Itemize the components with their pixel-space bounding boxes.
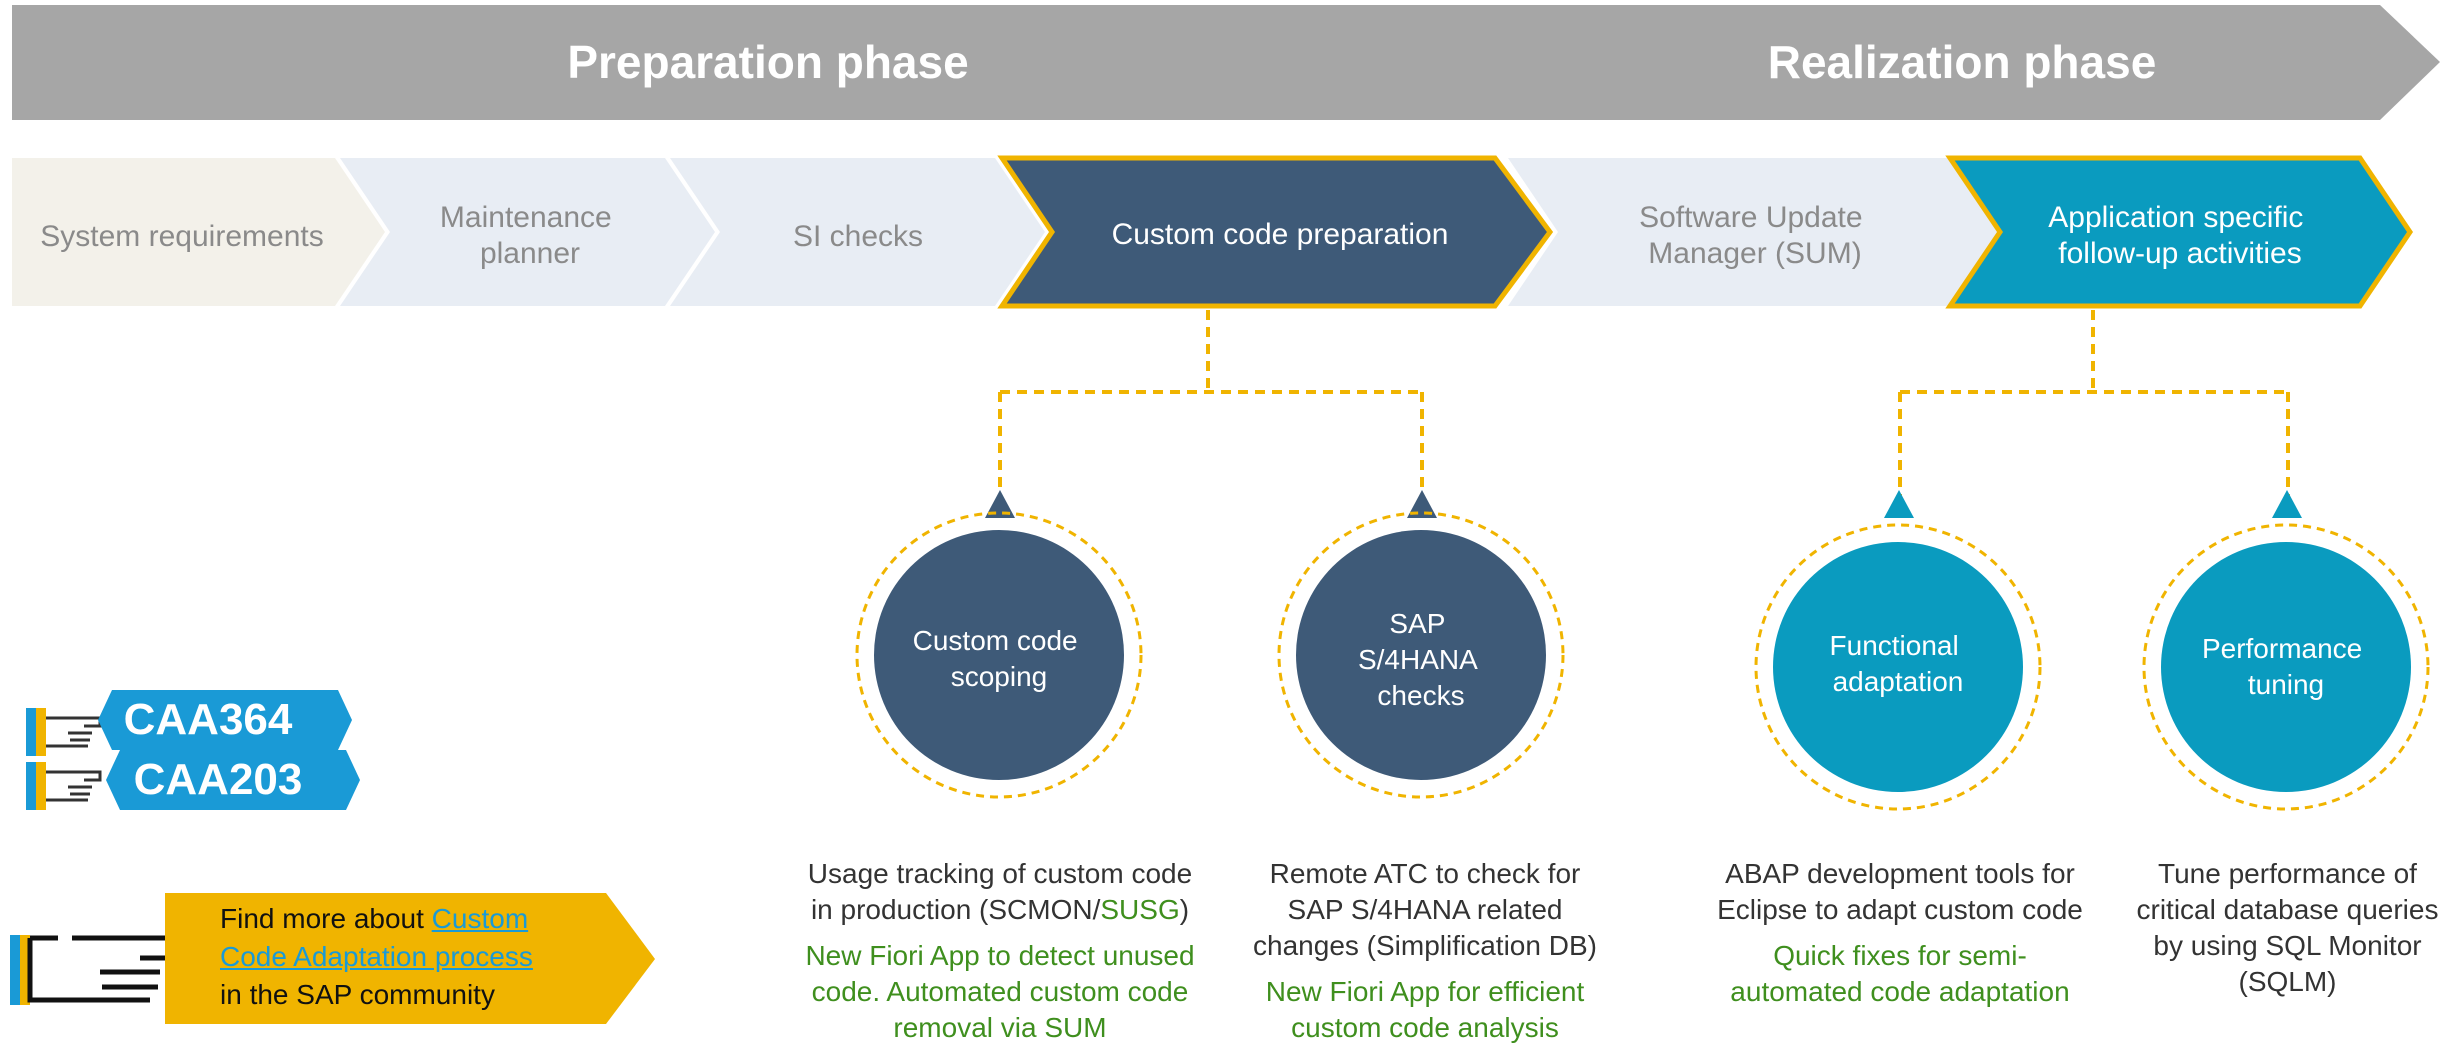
session-badge-caa203[interactable]: CAA203 bbox=[26, 750, 360, 810]
pointing-hand-icon bbox=[27, 935, 178, 1003]
step-system-requirements bbox=[12, 158, 385, 306]
circle-functional-adaptation bbox=[1754, 523, 2042, 811]
community-banner bbox=[10, 893, 655, 1024]
description-custom-code-scoping: Usage tracking of custom code in product… bbox=[790, 856, 1210, 1046]
phase-banner bbox=[12, 5, 2440, 120]
step-custom-code-preparation bbox=[997, 155, 1554, 309]
description-text: Tune performance of critical database qu… bbox=[2136, 858, 2439, 997]
circle-custom-code-scoping bbox=[855, 511, 1143, 799]
community-text: Find more about Custom Code Adaptation p… bbox=[220, 900, 600, 1014]
step-custom-code-preparation-label: Custom code preparation bbox=[1112, 218, 1449, 251]
pointer-triangle bbox=[2272, 490, 2302, 518]
description-text: ABAP development tools for Eclipse to ad… bbox=[1717, 858, 2083, 925]
circle-custom-code-scoping-label: Custom code scoping bbox=[913, 625, 1086, 692]
circle-sap-s4hana-checks bbox=[1277, 511, 1565, 799]
session-badge-caa203-label: CAA203 bbox=[134, 755, 303, 804]
circle-performance-tuning bbox=[2142, 523, 2430, 811]
description-green-note: New Fiori App to detect unused code. Aut… bbox=[805, 940, 1195, 1043]
community-prefix: Find more about bbox=[220, 903, 432, 934]
step-si-checks bbox=[670, 158, 1045, 306]
step-maintenance-planner-label: Maintenance planner bbox=[440, 201, 620, 270]
pointing-hand-icon bbox=[46, 716, 102, 748]
circle-performance-tuning-label: Performance tuning bbox=[2202, 633, 2370, 700]
pointer-triangle bbox=[1407, 490, 1437, 518]
step-application-specific bbox=[1945, 155, 2414, 309]
realization-phase-label: Realization phase bbox=[1768, 36, 2157, 88]
step-system-requirements-label: System requirements bbox=[40, 220, 323, 253]
description-sap-s4hana-checks: Remote ATC to check for SAP S/4HANA rela… bbox=[1240, 856, 1610, 1046]
session-badge-caa364[interactable]: CAA364 bbox=[26, 690, 352, 756]
pointer-triangle bbox=[985, 490, 1015, 518]
circle-functional-adaptation-label: Functional adaptation bbox=[1830, 630, 1967, 697]
description-line: Usage tracking of custom code bbox=[807, 858, 1193, 889]
circle-sap-s4hana-checks-label: SAP S/4HANA checks bbox=[1358, 608, 1484, 711]
pointing-hand-icon bbox=[46, 770, 102, 802]
description-performance-tuning: Tune performance of critical database qu… bbox=[2125, 856, 2450, 1000]
custom-code-adaptation-link[interactable]: Custom Code Adaptation process bbox=[220, 903, 533, 972]
session-badge-caa364-label: CAA364 bbox=[124, 695, 293, 744]
pointer-triangle bbox=[1884, 490, 1914, 518]
step-software-update-manager-label: Software Update Manager (SUM) bbox=[1639, 201, 1871, 270]
preparation-phase-label: Preparation phase bbox=[567, 36, 968, 88]
step-software-update-manager bbox=[1508, 158, 1998, 306]
description-green-note: New Fiori App for efficient custom code … bbox=[1265, 976, 1585, 1043]
description-line: in production (SCMON/SUSG) bbox=[810, 894, 1190, 925]
description-text: Remote ATC to check for SAP S/4HANA rela… bbox=[1253, 858, 1597, 961]
step-application-specific-label: Application specific follow-up activitie… bbox=[2048, 201, 2311, 270]
description-green-note: Quick fixes for semi-automated code adap… bbox=[1730, 940, 2070, 1007]
community-suffix: in the SAP community bbox=[220, 979, 495, 1010]
connectors bbox=[998, 310, 2290, 505]
step-si-checks-label: SI checks bbox=[793, 220, 923, 253]
description-functional-adaptation: ABAP development tools for Eclipse to ad… bbox=[1710, 856, 2090, 1010]
step-maintenance-planner bbox=[340, 158, 715, 306]
